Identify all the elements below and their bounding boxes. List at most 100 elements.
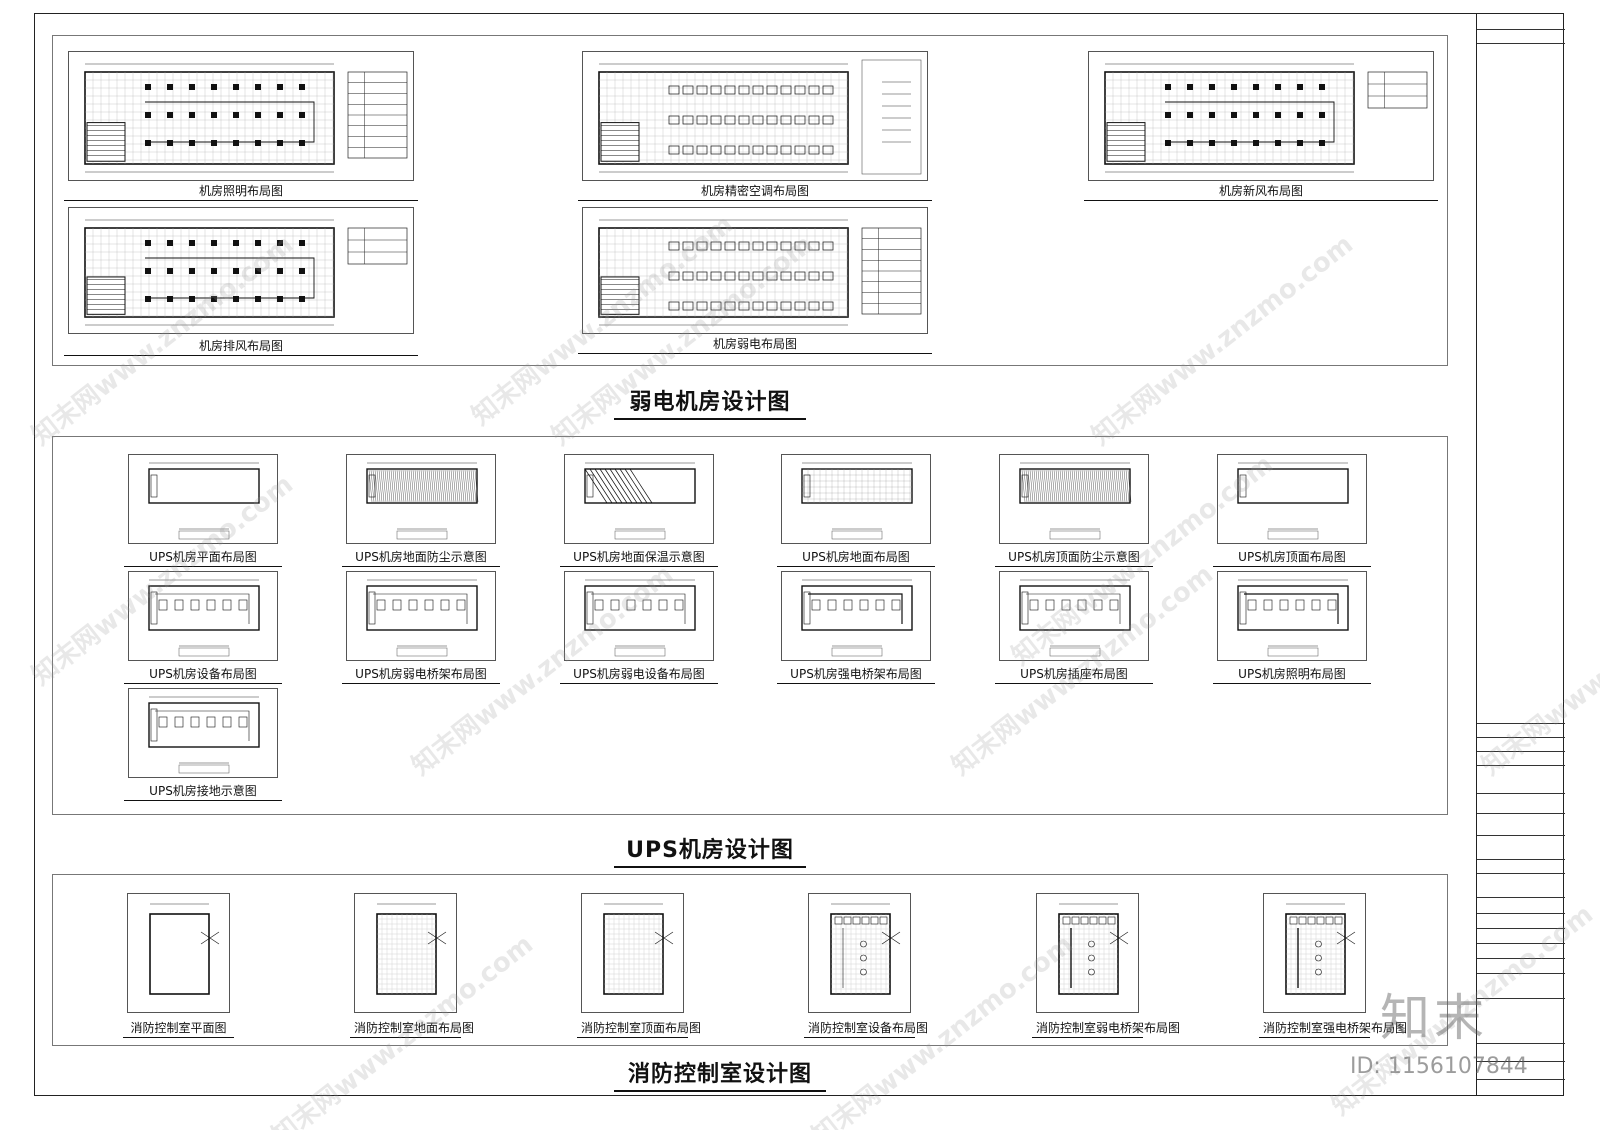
sheet-caption: UPS机房地面保温示意图 bbox=[560, 548, 718, 567]
brand-logo: 知末 bbox=[1380, 989, 1488, 1047]
sheet-caption: 机房弱电布局图 bbox=[578, 335, 932, 354]
title-block-rule bbox=[1477, 913, 1565, 914]
title-block-rule bbox=[1477, 43, 1565, 44]
image-id: ID: 1156107844 bbox=[1350, 1054, 1528, 1079]
sheet-caption: 消防控制室强电桥架布局图 bbox=[1259, 1021, 1408, 1038]
sheet-drawing bbox=[148, 462, 260, 540]
sheet-drawing bbox=[148, 579, 260, 657]
sheet-drawing bbox=[801, 579, 913, 657]
sheet-thumbnail bbox=[346, 571, 496, 661]
title-block-rule bbox=[1477, 958, 1565, 959]
sheet-thumbnail bbox=[346, 454, 496, 544]
sheet-thumbnail bbox=[68, 51, 414, 181]
title-block-rule bbox=[1477, 813, 1565, 814]
sheet-thumbnail bbox=[808, 893, 911, 1013]
sheet-thumbnail bbox=[1088, 51, 1434, 181]
sheet-thumbnail bbox=[1217, 454, 1367, 544]
sheet-drawing bbox=[598, 219, 922, 326]
title-block-rule bbox=[1477, 859, 1565, 860]
title-block-rule bbox=[1477, 29, 1565, 30]
title-block-rule bbox=[1477, 737, 1565, 738]
sheet-drawing bbox=[84, 219, 408, 326]
sheet-caption: UPS机房顶面防尘示意图 bbox=[995, 548, 1153, 567]
title-block-rule bbox=[1477, 793, 1565, 794]
sheet-caption: UPS机房照明布局图 bbox=[1213, 665, 1371, 684]
sheet-drawing bbox=[366, 579, 478, 657]
title-block-rule bbox=[1477, 973, 1565, 974]
sheet-drawing bbox=[598, 59, 922, 175]
sheet-thumbnail bbox=[582, 51, 928, 181]
title-block-rule bbox=[1477, 998, 1565, 999]
sheet-drawing bbox=[366, 462, 479, 540]
sheet-thumbnail bbox=[781, 571, 931, 661]
sheet-drawing bbox=[376, 903, 447, 995]
sheet-caption: UPS机房顶面布局图 bbox=[1213, 548, 1371, 567]
weak-room-section bbox=[52, 35, 1448, 366]
sheet-drawing bbox=[149, 903, 220, 995]
sheet-drawing bbox=[584, 579, 696, 657]
sheet-caption: UPS机房接地示意图 bbox=[124, 782, 282, 801]
sheet-caption: UPS机房地面防尘示意图 bbox=[342, 548, 500, 567]
sheet-caption: 消防控制室顶面布局图 bbox=[577, 1021, 702, 1038]
sheet-drawing bbox=[1237, 462, 1349, 540]
fire-control-section bbox=[52, 874, 1448, 1046]
sheet-thumbnail bbox=[1036, 893, 1139, 1013]
weak-room-section-title: 弱电机房设计图 bbox=[614, 384, 806, 420]
sheet-caption: 机房精密空调布局图 bbox=[578, 182, 932, 201]
sheet-thumbnail bbox=[68, 207, 414, 334]
sheet-caption: 机房新风布局图 bbox=[1084, 182, 1438, 201]
sheet-thumbnail bbox=[1263, 893, 1366, 1013]
sheet-thumbnail bbox=[581, 893, 684, 1013]
sheet-caption: 机房排风布局图 bbox=[64, 337, 418, 356]
sheet-caption: UPS机房强电桥架布局图 bbox=[777, 665, 935, 684]
sheet-drawing bbox=[603, 903, 674, 995]
sheet-thumbnail bbox=[128, 454, 278, 544]
title-block-rule bbox=[1477, 1061, 1565, 1062]
title-block-rule bbox=[1477, 897, 1565, 898]
title-block-rule bbox=[1477, 765, 1565, 766]
title-block-rule bbox=[1477, 943, 1565, 944]
title-block-rule bbox=[1477, 1043, 1565, 1044]
sheet-drawing bbox=[1019, 462, 1132, 540]
title-block-rule bbox=[1477, 873, 1565, 874]
sheet-drawing bbox=[584, 462, 696, 540]
sheet-drawing bbox=[1058, 903, 1129, 995]
sheet-thumbnail bbox=[582, 207, 928, 334]
sheet-caption: UPS机房地面布局图 bbox=[777, 548, 935, 567]
title-block-rule bbox=[1477, 723, 1565, 724]
sheet-drawing bbox=[1237, 579, 1349, 657]
sheet-drawing bbox=[1019, 579, 1131, 657]
sheet-thumbnail bbox=[128, 571, 278, 661]
title-block-rule bbox=[1477, 928, 1565, 929]
sheet-drawing bbox=[84, 63, 408, 173]
sheet-caption: 消防控制室设备布局图 bbox=[804, 1021, 929, 1038]
drawing-frame bbox=[34, 13, 1564, 1096]
sheet-thumbnail bbox=[564, 454, 714, 544]
sheet-caption: 消防控制室地面布局图 bbox=[350, 1021, 475, 1038]
sheet-drawing bbox=[830, 903, 901, 995]
title-block-rule bbox=[1477, 1079, 1565, 1080]
sheet-drawing bbox=[801, 462, 913, 540]
sheet-caption: UPS机房设备布局图 bbox=[124, 665, 282, 684]
sheet-caption: 机房照明布局图 bbox=[64, 182, 418, 201]
sheet-thumbnail bbox=[354, 893, 457, 1013]
ups-room-section-title: UPS机房设计图 bbox=[614, 832, 806, 868]
sheet-caption: UPS机房弱电桥架布局图 bbox=[342, 665, 500, 684]
sheet-thumbnail bbox=[1217, 571, 1367, 661]
sheet-drawing bbox=[1104, 63, 1428, 173]
sheet-thumbnail bbox=[999, 571, 1149, 661]
fire-control-section-title: 消防控制室设计图 bbox=[614, 1056, 826, 1092]
title-block-rule bbox=[1477, 751, 1565, 752]
sheet-thumbnail bbox=[564, 571, 714, 661]
sheet-thumbnail bbox=[128, 688, 278, 778]
title-block-rule bbox=[1477, 835, 1565, 836]
sheet-thumbnail bbox=[999, 454, 1149, 544]
sheet-caption: UPS机房平面布局图 bbox=[124, 548, 282, 567]
ups-room-section bbox=[52, 436, 1448, 815]
sheet-caption: 消防控制室平面图 bbox=[123, 1019, 234, 1038]
sheet-thumbnail bbox=[127, 893, 230, 1013]
sheet-caption: UPS机房弱电设备布局图 bbox=[560, 665, 718, 684]
sheet-thumbnail bbox=[781, 454, 931, 544]
sheet-drawing bbox=[148, 696, 260, 774]
sheet-caption: 消防控制室弱电桥架布局图 bbox=[1032, 1021, 1181, 1038]
